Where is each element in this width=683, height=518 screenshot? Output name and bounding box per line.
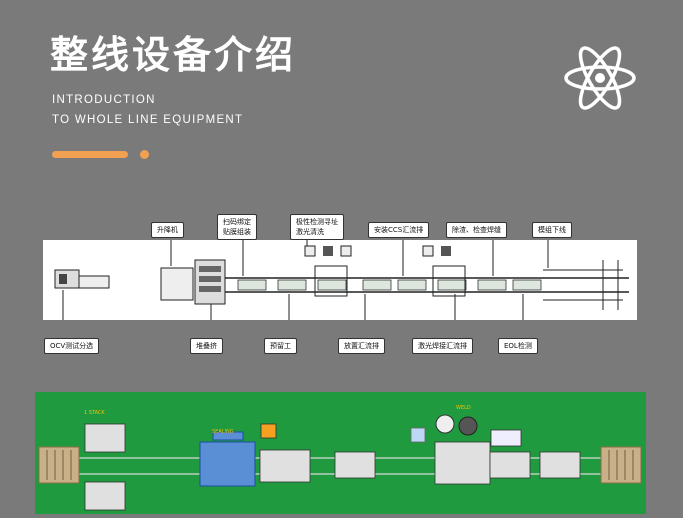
subtitle-line1: INTRODUCTION: [52, 94, 156, 106]
atom-icon: [564, 46, 636, 110]
layout-caption-sealing: SEALING: [212, 429, 234, 435]
label-module-offline: 模组下线: [532, 222, 572, 238]
label-polarity-check: 极性检测寻址 激光清洗: [290, 214, 344, 240]
factory-layout: [35, 392, 646, 514]
label-laser-weld: 激光焊接汇流排: [412, 338, 473, 354]
line-schematic: [54, 240, 629, 320]
layout-caption-stack: 1 STACK: [84, 410, 105, 416]
layout-caption-weld: WELD: [456, 405, 471, 411]
label-install-ccs: 安装CCS汇流排: [368, 222, 430, 238]
accent-dot: [140, 150, 149, 159]
label-eol-test: EOL检测: [498, 338, 538, 354]
label-slag-removal: 除渣、检查焊缝: [446, 222, 507, 238]
label-place-busbar: 放置汇流排: [338, 338, 385, 354]
label-stacking: 堆叠挤: [190, 338, 223, 354]
layout-drawing: [38, 414, 642, 511]
page-title: 整线设备介绍: [50, 33, 297, 77]
label-lifter: 升降机: [151, 222, 184, 238]
label-reserved: 预留工: [264, 338, 297, 354]
label-ocv-test: OCV测试分选: [44, 338, 100, 354]
label-scan-bind: 扫码绑定 贴膜组装: [217, 214, 257, 240]
process-diagram: [43, 240, 637, 320]
subtitle-line2: TO WHOLE LINE EQUIPMENT: [52, 114, 244, 126]
accent-bar: [52, 151, 128, 158]
